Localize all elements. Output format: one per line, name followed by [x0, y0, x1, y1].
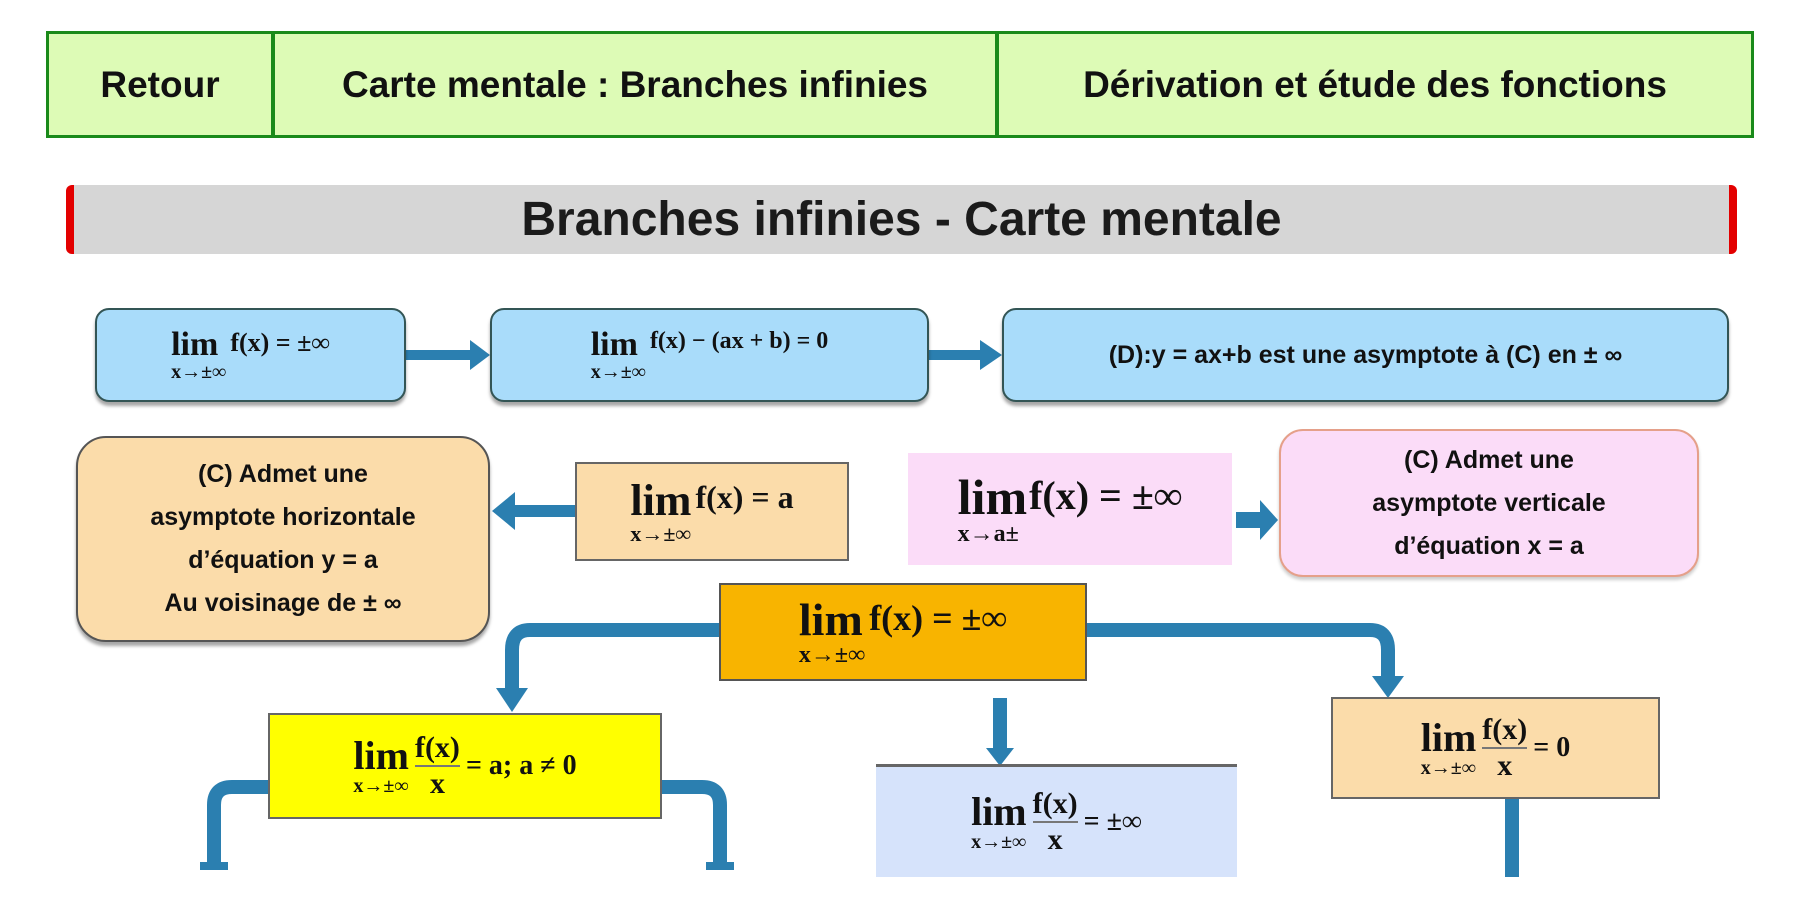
math-part: f(x) − (ax + b) = 0: [649, 328, 829, 354]
math-part: x→±∞: [590, 361, 646, 383]
math-part: x→±∞: [971, 831, 1027, 853]
math-part: lim: [957, 469, 1028, 525]
math-part: = ±∞: [1083, 806, 1142, 837]
math-part: lim: [798, 594, 863, 645]
box-text-line: d’équation y = a: [188, 546, 378, 574]
box-oblique-asymptote: (D):y = ax+b est une asymptote à (C) en …: [1002, 308, 1729, 402]
math-part: lim: [353, 733, 409, 778]
arrow-right-icon: [406, 340, 490, 370]
math-part: f(x) = ±∞: [1029, 473, 1183, 518]
arrow-down-icon: [986, 748, 1014, 766]
arrow-right-icon: [929, 340, 1002, 370]
math-part: f(x)x: [1482, 713, 1528, 783]
arrow-down-icon: [496, 688, 528, 712]
math-part: [414, 765, 460, 767]
math-part: lim: [630, 475, 692, 525]
math-part: lim: [971, 789, 1027, 834]
math-part: x: [1047, 823, 1063, 856]
box-text-line: asymptote verticale: [1372, 488, 1606, 517]
math-part: f(x): [1482, 713, 1528, 746]
math-part: f(x)x: [1032, 787, 1078, 857]
math-part: x→±∞: [1420, 757, 1476, 779]
box-text-line: (C) Admet une: [1404, 445, 1574, 474]
math-part: x: [429, 767, 445, 800]
math-part: [1482, 747, 1528, 749]
math-part: x→±∞: [353, 775, 409, 797]
math-part: x→a±: [957, 521, 1019, 547]
box-vertical-asymptote: (C) Admet une asymptote verticale d’équati…: [1279, 429, 1699, 577]
math-part: x→±∞: [798, 642, 866, 668]
math-part: lim: [171, 326, 219, 363]
box-text-line: (D):y = ax+b est une asymptote à (C) en …: [1108, 340, 1623, 369]
math-part: lim: [590, 326, 638, 363]
math-part: f(x)x: [414, 731, 460, 801]
box-horizontal-asymptote: (C) Admet une asymptote horizontale d’équa…: [76, 436, 490, 642]
math-part: = 0: [1533, 732, 1571, 763]
nav-retour[interactable]: Retour: [49, 34, 275, 135]
math-part: x: [1497, 749, 1513, 782]
box-text-line: Au voisinage de ± ∞: [164, 589, 402, 617]
math-part: = a; a ≠ 0: [465, 750, 577, 781]
math-part: f(x) = ±∞: [230, 328, 330, 357]
arrow-left-icon: [492, 492, 575, 530]
math-part: f(x): [1032, 787, 1078, 820]
math-part: x→±∞: [171, 361, 227, 383]
math-part: f(x): [414, 731, 460, 764]
math-part: [1032, 821, 1078, 823]
math-part: lim: [1420, 715, 1477, 760]
math-part: f(x) = ±∞: [869, 598, 1008, 638]
nav-carte-mentale[interactable]: Carte mentale : Branches infinies: [275, 34, 999, 135]
nav-derivation[interactable]: Dérivation et étude des fonctions: [1083, 63, 1667, 105]
box-text-line: d’équation x = a: [1394, 531, 1584, 560]
math-part: x→±∞: [630, 520, 692, 546]
arrow-down-icon: [1372, 676, 1404, 698]
math-part: f(x) = a: [695, 478, 794, 515]
arrow-right-icon: [1236, 500, 1278, 540]
page-title: Branches infinies - Carte mentale: [66, 185, 1737, 254]
top-nav: Retour Carte mentale : Branches infinies…: [46, 31, 1754, 138]
box-text-line: asymptote horizontale: [150, 503, 416, 531]
box-text-line: (C) Admet une: [198, 460, 368, 488]
